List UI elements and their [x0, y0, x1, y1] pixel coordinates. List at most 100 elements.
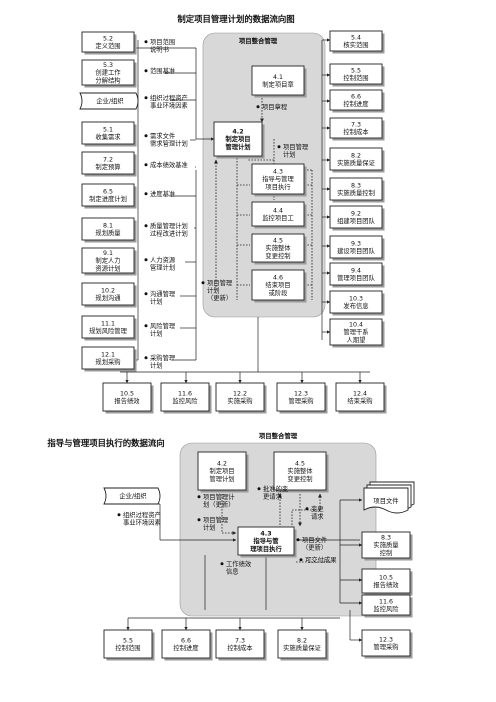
diagram-2-title: 指导与管理项目执行的数据流向 — [47, 438, 164, 448]
process-5-5-frame — [329, 63, 383, 85]
d2-note-2-bullet — [257, 487, 261, 491]
process-11-1-frame — [81, 315, 135, 339]
process-4-3-frame — [251, 163, 305, 195]
process-5-3-frame — [81, 59, 135, 86]
left-note-2-text: 组织过程资产事业环境因素 — [150, 93, 188, 110]
d2-note-1-text: 项目管理计划 — [203, 515, 229, 532]
d2-process-10-5-frame — [361, 568, 411, 594]
d2-note-1-bullet — [197, 518, 201, 522]
project-documents[interactable]: 项目文件 — [363, 481, 415, 514]
d2-note-6: 可交付成果 — [299, 555, 337, 564]
left-note-9-text: 风险管理计划 — [150, 321, 176, 338]
left-note-10-bullet — [144, 356, 148, 360]
d2-enterprise[interactable]: 企业/组织 — [103, 487, 161, 505]
left-note-7-text: 人力资源管理计划 — [150, 255, 176, 272]
left-note-2: 组织过程资产事业环境因素 — [144, 93, 188, 110]
left-note-6: 质量管理计划过程改进计划 — [144, 221, 188, 238]
d2-note-2: 批准的变更请求 — [257, 484, 289, 501]
inner-note-plan-updates-text: 项目管理计划（更新） — [207, 278, 233, 302]
d2-process-11-6-frame — [361, 594, 411, 616]
process-bottom-12-3-frame — [276, 382, 326, 412]
left-note-3: 需求文件需求管理计划 — [144, 131, 188, 148]
left-note-5-text: 进度基准 — [150, 189, 175, 198]
d2-note-5-bullet — [220, 562, 224, 566]
left-note-1-bullet — [144, 69, 148, 73]
integration-group-2-label: 项目整合管理 — [259, 431, 298, 440]
project-documents-label: 项目文件 — [373, 496, 398, 505]
inner-note-plan-updates: 项目管理计划（更新） — [201, 278, 233, 302]
process-9-2-frame — [329, 205, 383, 229]
left-note-0-bullet — [144, 40, 148, 44]
process-enterprise[interactable]: 企业/组织 — [79, 92, 139, 110]
left-note-8-text: 沟通管理计划 — [150, 289, 176, 306]
d2-note-4: 项目文件（更新） — [296, 535, 327, 552]
d2-note-4-bullet — [296, 538, 300, 542]
d2-note-5-text: 工作绩效信息 — [226, 559, 252, 576]
process-5-2-frame — [81, 31, 135, 53]
d2-note-3: 变更请求 — [305, 504, 324, 521]
process-8-1-frame — [81, 217, 135, 241]
process-8-3-frame — [329, 177, 383, 201]
process-4-2-center-frame — [213, 121, 263, 157]
left-note-10: 采购管理计划 — [144, 353, 176, 370]
process-6-5-frame — [81, 183, 135, 207]
diagram-1: 制定项目管理计划的数据流向图 项目整合管理 — [79, 14, 387, 414]
